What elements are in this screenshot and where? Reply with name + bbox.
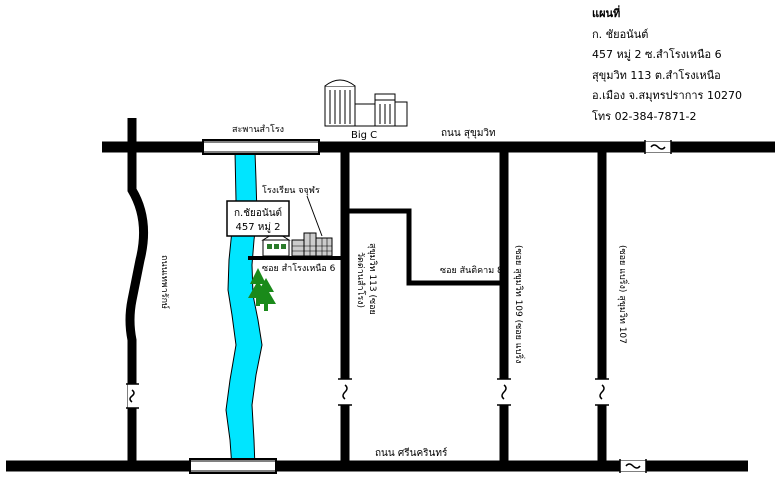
road-break-icon	[126, 383, 139, 409]
road-break-icon	[338, 378, 352, 406]
school-label: โรงเรียน จจุฬร	[262, 185, 320, 196]
soi-107-label: (ซอย แบริ่ง) สุขุมวิท 107	[617, 245, 630, 344]
left-road	[125, 118, 149, 466]
left-road-label: ถนนเทพารักษ์	[159, 255, 171, 309]
bridge-icon	[202, 139, 320, 155]
soi-san-khom-8-road	[345, 208, 504, 286]
school-leader-line	[306, 195, 323, 237]
river	[225, 151, 263, 469]
road-break-icon	[595, 378, 609, 406]
building-icon	[324, 79, 408, 127]
building-icon	[291, 232, 333, 257]
address-info-block: แผนที่ ก. ชัยอนันต์ 457 หมู่ 2 ซ.สำโรงเห…	[592, 4, 778, 127]
srinakarin-road-label: ถนน ศรีนครินทร์	[375, 447, 448, 459]
soi-san-khom-8-label: ซอย สันติคาม 8	[440, 265, 503, 276]
road-break-icon	[497, 378, 511, 406]
shop-name-label: ก.ชัยอนันต์	[234, 207, 282, 219]
soi-109-label: (ซอย สุขุมวิท 109 (ซอย แบริ่ง	[513, 245, 526, 364]
soi-samrong-6-label: ซอย สำโรงเหนือ 6	[262, 263, 336, 274]
soi-113-label-line2: วัดด่านสำโรง)	[355, 252, 366, 308]
soi-113-label: สุขุมวิท 113 (ซอย	[367, 243, 378, 315]
sukhumvit-road-label: ถนน สุขุมวิท	[441, 128, 496, 139]
shop-address-label: 457 หมู่ 2	[236, 222, 281, 233]
shop-label-box	[226, 200, 290, 237]
road-break-icon	[644, 140, 672, 154]
address-line-2: สุขุมวิท 113 ต.สำโรงเหนือ	[592, 68, 721, 82]
map-title: แผนที่	[592, 7, 621, 20]
address-line-1: 457 หมู่ 2 ซ.สำโรงเหนือ 6	[592, 48, 722, 61]
address-line-3: อ.เมือง จ.สมุทรปราการ 10270	[592, 89, 742, 102]
bridge-label: สะพานสำโรง	[232, 124, 284, 135]
tree-icon	[256, 278, 276, 311]
company-name: ก. ชัยอนันต์	[592, 27, 649, 41]
bridge-icon	[189, 458, 277, 474]
road-break-icon	[619, 459, 647, 473]
big-c-label: Big C	[351, 130, 377, 141]
phone-number: โทร 02-384-7871-2	[592, 109, 697, 123]
